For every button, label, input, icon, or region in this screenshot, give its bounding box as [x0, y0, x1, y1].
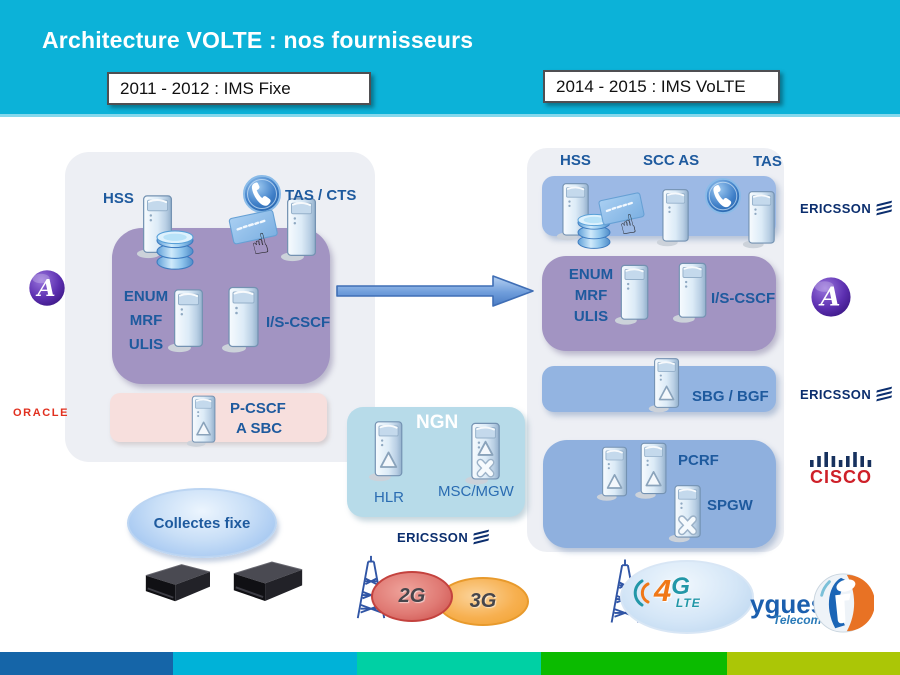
- ericsson-bars-icon: [876, 386, 893, 402]
- ulis-label: ULIS: [573, 308, 609, 325]
- ericsson-logo: ERICSSON: [397, 529, 490, 545]
- 4g-swoosh-icon: [633, 579, 650, 607]
- server-icon: [672, 262, 714, 324]
- footer-stripe: [541, 652, 727, 675]
- 2g-label: 2G: [398, 585, 426, 607]
- ericsson-wordmark: ERICSSON: [800, 200, 872, 216]
- collectes-fixe-ellipse: Collectes fixe: [127, 488, 277, 558]
- ericsson-wordmark: ERICSSON: [800, 386, 872, 402]
- tas-label: TAS: [753, 153, 782, 170]
- is-cscf-label-fixe: I/S-CSCF: [266, 314, 331, 331]
- pcrf-label: PCRF: [678, 452, 719, 469]
- server-triangle-icon: [186, 395, 222, 448]
- bouygues-telecom-label: Telecom: [773, 613, 822, 627]
- server-icon: [656, 188, 696, 248]
- bouygues-wordmark: ygues: [750, 589, 826, 619]
- database-icon: [155, 226, 195, 271]
- spgw-label: SPGW: [707, 497, 753, 514]
- enum-label: ENUM: [568, 266, 614, 283]
- hss-label-fixe: HSS: [103, 190, 134, 207]
- cisco-wordmark: CISCO: [809, 467, 872, 487]
- footer-stripe: [173, 652, 357, 675]
- ngn-title: NGN: [416, 412, 459, 433]
- server-triangle-icon: [368, 420, 410, 483]
- 4g-letter: G: [671, 573, 690, 600]
- era-fixe-label: 2011 - 2012 : IMS Fixe: [120, 78, 291, 98]
- server-triangle-icon: [596, 446, 634, 502]
- a-sbc-label: A SBC: [236, 420, 283, 437]
- msc-mgw-label: MSC/MGW: [438, 483, 514, 500]
- footer-stripes: [0, 652, 900, 675]
- bouygues-logo-icon: [812, 572, 874, 634]
- server-icon: [221, 286, 267, 354]
- footer-stripe: [727, 652, 900, 675]
- mrf-label: MRF: [574, 287, 608, 304]
- hlr-label: HLR: [374, 489, 405, 506]
- enum-mrf-ulis-volte: ENUM MRF ULIS: [558, 264, 624, 327]
- mrf-label: MRF: [129, 312, 163, 329]
- ericsson-bars-icon: [473, 529, 490, 545]
- cisco-bars-icon: [808, 448, 874, 468]
- collect-server-icon: [226, 557, 308, 604]
- footer-stripe: [357, 652, 541, 675]
- collectes-fixe-label: Collectes fixe: [153, 514, 251, 532]
- era-box-ims-volte: 2014 - 2015 : IMS VoLTE: [543, 70, 780, 103]
- page-title: Architecture VOLTE : nos fournisseurs: [42, 27, 474, 53]
- server-x-icon: [668, 484, 708, 544]
- footer-stripe: [0, 652, 173, 675]
- collect-server-icon: [138, 560, 216, 604]
- 4g-digit: 4: [654, 573, 672, 608]
- ericsson-wordmark: ERICSSON: [397, 529, 469, 545]
- enum-mrf-ulis-fixe: ENUM MRF ULIS: [113, 285, 179, 357]
- 3g-ellipse: 3G: [437, 577, 529, 626]
- sbg-bgf-label: SBG / BGF: [692, 388, 769, 405]
- era-volte-label: 2014 - 2015 : IMS VoLTE: [556, 76, 746, 96]
- server-icon: [280, 197, 324, 263]
- cisco-logo: CISCO: [808, 448, 874, 486]
- lte-label: LTE: [675, 596, 701, 610]
- era-box-ims-fixe: 2011 - 2012 : IMS Fixe: [107, 72, 371, 105]
- is-cscf-label-volte: I/S-CSCF: [711, 290, 776, 307]
- 2g-ellipse: 2G: [371, 571, 453, 622]
- server-triangle-x-icon: [464, 422, 508, 486]
- service-card-hand-icon: [228, 205, 286, 255]
- oracle-logo: ORACLE: [13, 407, 70, 419]
- 3g-label: 3G: [469, 590, 497, 612]
- 4g-lte-logo: 4 G LTE: [654, 573, 701, 611]
- ericsson-bars-icon: [876, 200, 893, 216]
- alcatel-lucent-logo-icon: [810, 276, 852, 318]
- ims-fixe-pcscf-box: [110, 393, 327, 442]
- server-triangle-icon: [648, 357, 686, 414]
- scc-as-label: SCC AS: [643, 152, 700, 169]
- server-icon: [742, 190, 782, 250]
- enum-label: ENUM: [123, 288, 169, 305]
- ericsson-logo: ERICSSON: [800, 386, 893, 402]
- ims-volte-core-box: [542, 256, 776, 351]
- ericsson-logo: ERICSSON: [800, 200, 893, 216]
- phone-icon: [704, 177, 742, 215]
- alcatel-lucent-logo-icon: [28, 269, 66, 307]
- tas-cts-label: TAS / CTS: [285, 187, 357, 204]
- ulis-label: ULIS: [128, 336, 164, 353]
- transition-arrow-icon: [336, 275, 534, 307]
- service-card-hand-icon: [598, 188, 652, 235]
- p-cscf-label: P-CSCF: [230, 400, 286, 417]
- hss-label-volte: HSS: [560, 152, 591, 169]
